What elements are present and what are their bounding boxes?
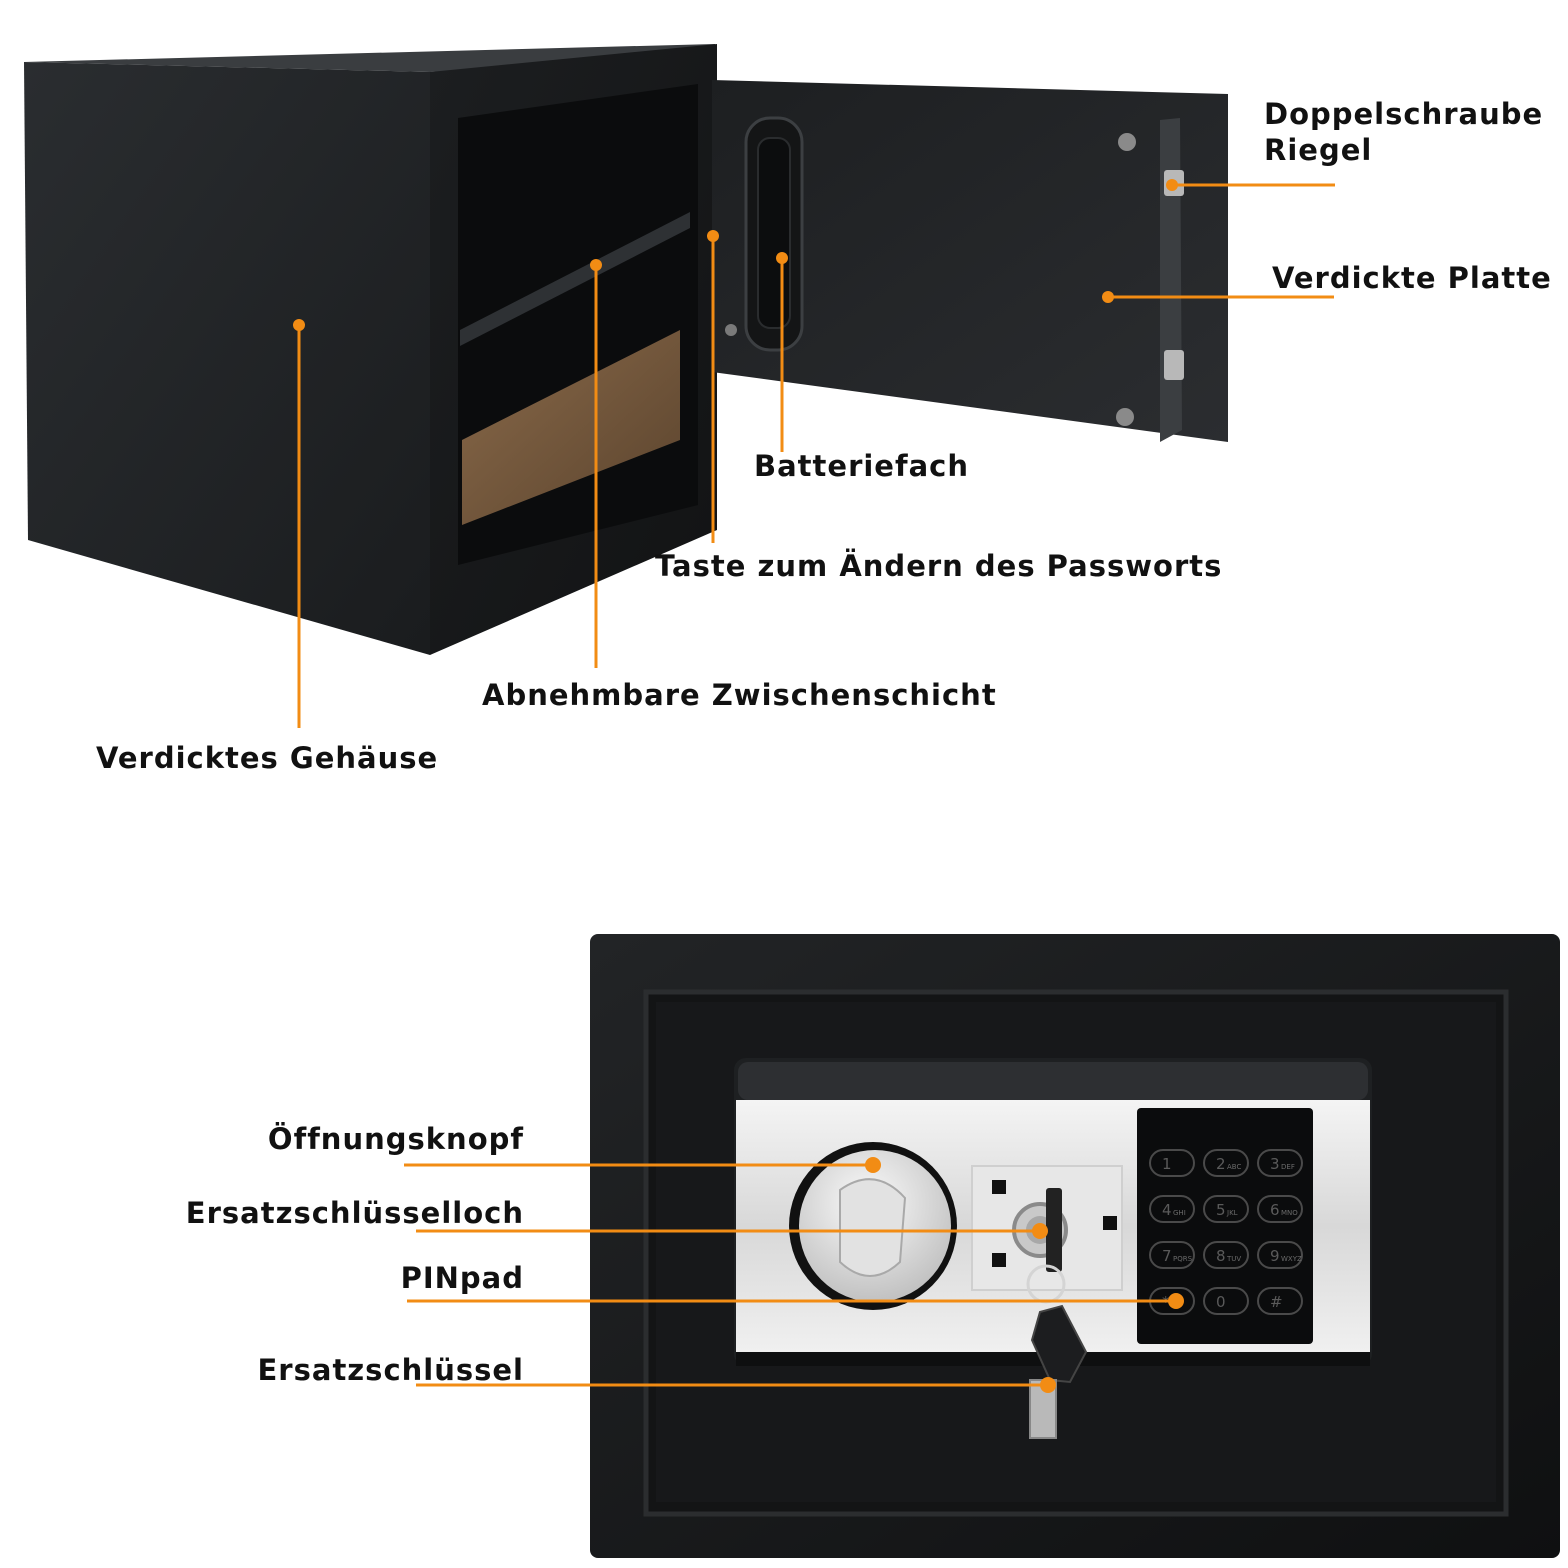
keypad-key[interactable]: 0 <box>1203 1287 1249 1315</box>
label-doppelschraube-line1: Doppelschraube <box>1264 97 1544 131</box>
keypad-key-digit: 8 <box>1216 1247 1226 1265</box>
keypad-key-letters: DEF <box>1281 1163 1295 1171</box>
label-verdickte-platte: Verdickte Platte <box>1272 261 1552 295</box>
removable-shelf <box>460 212 690 346</box>
safe-housing <box>24 62 430 655</box>
label-oeffnungsknopf: Öffnungsknopf <box>267 1122 524 1156</box>
keypad-key-digit: 6 <box>1270 1201 1280 1219</box>
bolt-lower <box>1164 350 1184 380</box>
label-riegel-line2: Riegel <box>1264 133 1373 168</box>
keypad-key-digit: 2 <box>1216 1155 1226 1173</box>
label-doppelschraube: Doppelschraube Riegel <box>1264 96 1543 169</box>
callout-dots <box>293 179 1184 1393</box>
label-gehaeuse: Verdicktes Gehäuse <box>96 741 439 775</box>
keypad-key-letters: MNO <box>1281 1209 1298 1217</box>
label-zwischenschicht: Abnehmbare Zwischenschicht <box>482 678 997 712</box>
label-ersatzschluesselloch: Ersatzschlüsselloch <box>185 1196 524 1230</box>
keypad-key-digit: 7 <box>1162 1247 1172 1265</box>
keypad-key-digit: 3 <box>1270 1155 1280 1173</box>
label-taste-passwort: Taste zum Ändern des Passworts <box>655 549 1223 583</box>
keypad-key-digit: 0 <box>1216 1293 1226 1311</box>
keypad-key-digit: 9 <box>1270 1247 1280 1265</box>
keypad-key[interactable]: 1 <box>1149 1149 1195 1177</box>
callout-lines <box>297 183 1335 1387</box>
keypad-key-letters: TUV <box>1226 1255 1241 1263</box>
open-door <box>712 80 1228 442</box>
open-safe <box>24 44 1228 655</box>
keypad-key-digit: 1 <box>1162 1155 1172 1173</box>
label-pinpad: PINpad <box>400 1261 524 1295</box>
keypad-key[interactable]: # <box>1257 1287 1303 1315</box>
keypad-key-letters: GHI <box>1173 1209 1186 1217</box>
keypad-key-letters: JKL <box>1226 1209 1238 1217</box>
label-batteriefach: Batteriefach <box>754 449 969 483</box>
keypad-key-digit: # <box>1270 1293 1283 1311</box>
keypad-key-letters: PQRS <box>1173 1255 1193 1263</box>
keypad-key-digit: 5 <box>1216 1201 1226 1219</box>
keypad-key-letters: WXYZ <box>1281 1255 1302 1263</box>
keypad-key-digit: 4 <box>1162 1201 1172 1219</box>
keypad-key-letters: ABC <box>1227 1163 1241 1171</box>
label-ersatzschluessel: Ersatzschlüssel <box>257 1353 524 1387</box>
